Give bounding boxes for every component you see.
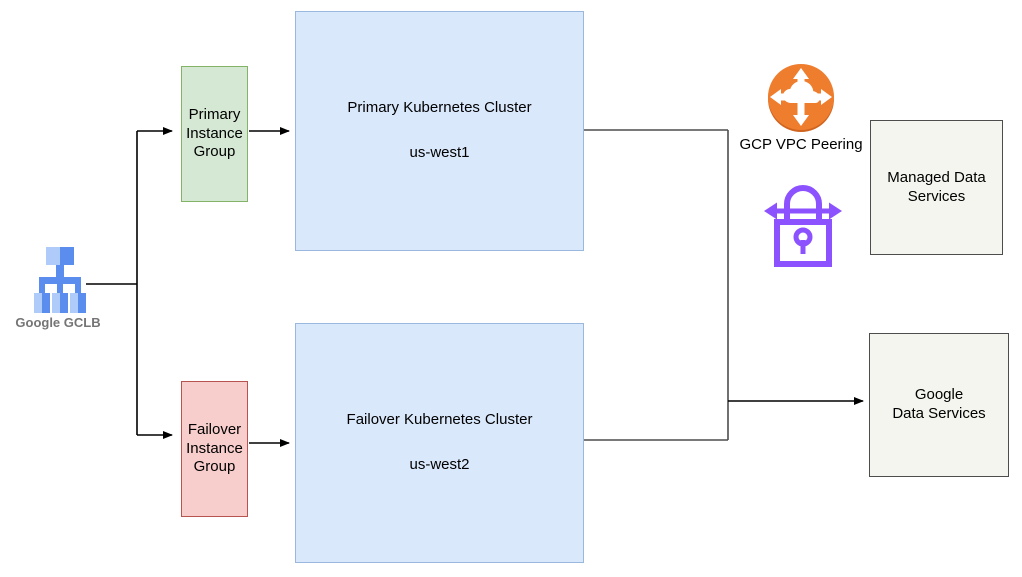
node-vpn-lock[interactable] — [763, 174, 843, 270]
node-gcp-vpc-peering[interactable]: GCP VPC Peering — [737, 62, 865, 160]
vpc-peering-label: GCP VPC Peering — [739, 136, 863, 153]
gclb-label: Google GCLB — [15, 315, 101, 330]
node-google-gclb[interactable]: Google GCLB — [10, 247, 106, 340]
primary-cluster-region: us-west1 — [409, 144, 470, 161]
node-primary-instance-group[interactable]: Primary Instance Group — [181, 66, 248, 202]
google-cloud-load-balancer-icon — [34, 247, 86, 313]
managed-data-services-line-1: Managed Data — [887, 168, 986, 186]
node-failover-instance-group[interactable]: Failover Instance Group — [181, 381, 248, 517]
vpc-peering-cloud-arrows-icon — [768, 64, 834, 132]
google-data-services-line-1: Google — [914, 386, 964, 404]
edge-clusters-to-google-data-services — [584, 129, 864, 441]
node-managed-data-services[interactable]: Managed Data Services — [870, 120, 1003, 255]
primary-instance-group-line-3: Group — [193, 143, 236, 161]
edge-gclb-to-instance-groups — [86, 127, 173, 439]
failover-instance-group-line-2: Instance — [186, 439, 243, 457]
managed-data-services-line-2: Services — [907, 187, 966, 205]
primary-instance-group-line-1: Primary — [188, 105, 241, 123]
failover-cluster-region: us-west2 — [409, 456, 470, 473]
vpn-lock-arrows-icon — [764, 185, 842, 267]
node-failover-kubernetes-cluster[interactable]: Failover Kubernetes Cluster us-west2 — [295, 323, 584, 563]
primary-cluster-title: Primary Kubernetes Cluster — [347, 99, 532, 117]
failover-instance-group-line-3: Group — [193, 458, 236, 476]
node-google-data-services[interactable]: Google Data Services — [869, 333, 1009, 477]
node-primary-kubernetes-cluster[interactable]: Primary Kubernetes Cluster us-west1 — [295, 11, 584, 251]
failover-cluster-title: Failover Kubernetes Cluster — [346, 411, 533, 429]
primary-instance-group-line-2: Instance — [186, 124, 243, 142]
google-data-services-line-2: Data Services — [892, 405, 986, 422]
failover-instance-group-line-1: Failover — [187, 420, 242, 438]
